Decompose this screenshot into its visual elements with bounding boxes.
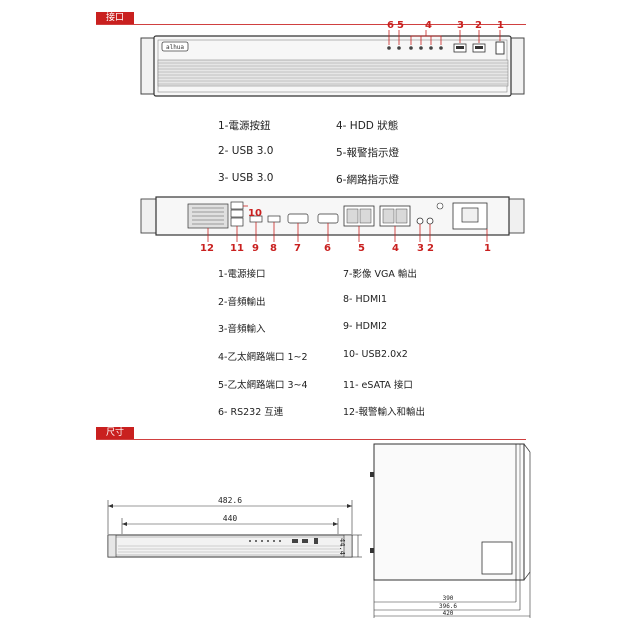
rear-spec-item: 10- USB2.0x2 <box>343 349 408 360</box>
front-spec-item: 1-電源按鈕 <box>218 120 271 132</box>
svg-text:alhua: alhua <box>166 44 184 51</box>
front-callout-6: 6 <box>387 20 394 31</box>
dim-width-outer: 482.6 <box>218 496 242 505</box>
rear-callout-9: 9 <box>252 243 259 254</box>
rear-spec-item: 2-音頻輸出 <box>218 297 266 308</box>
dim-height: 44.4 <box>338 538 346 555</box>
front-spec-item: 3- USB 3.0 <box>218 172 274 184</box>
front-spec-item: 6-網路指示燈 <box>336 174 399 186</box>
dim-depth-1: 390 <box>443 595 454 602</box>
rear-spec-item: 3-音頻輸入 <box>218 324 266 335</box>
rear-spec-item: 1-電源接口 <box>218 269 266 280</box>
dim-depth-3: 420 <box>443 610 454 617</box>
rear-spec-item: 5-乙太網路端口 3~4 <box>218 380 308 391</box>
rear-spec-item: 7-影像 VGA 輸出 <box>343 269 417 280</box>
section-tag-dimensions: 尺寸 <box>96 427 134 439</box>
front-callout-3: 3 <box>457 20 464 31</box>
rear-spec-item: 6- RS232 互連 <box>218 407 284 418</box>
dim-width-inner: 440 <box>223 514 238 523</box>
rear-callout-7: 7 <box>294 243 301 254</box>
front-spec-item: 2- USB 3.0 <box>218 145 274 157</box>
top-dimension-diagram: 390 396.6 420 <box>370 443 531 618</box>
front-callout-2: 2 <box>475 20 482 31</box>
rear-callout-4: 4 <box>392 243 399 254</box>
section-tag-interface: 接口 <box>96 12 134 24</box>
front-panel-diagram: alhua <box>140 30 525 97</box>
section-divider <box>96 24 526 25</box>
rear-callout-12: 12 <box>200 243 214 254</box>
rear-spec-item: 9- HDMI2 <box>343 321 387 332</box>
front-callout-4: 4 <box>425 20 432 31</box>
rear-callout-5: 5 <box>358 243 365 254</box>
front-spec-item: 5-報警指示燈 <box>336 147 399 159</box>
rear-callout-6: 6 <box>324 243 331 254</box>
rear-spec-item: 12-報警輸入和輸出 <box>343 407 426 418</box>
front-spec-item: 4- HDD 狀態 <box>336 120 399 132</box>
front-callout-1: 1 <box>497 20 504 31</box>
rear-spec-item: 11- eSATA 接口 <box>343 380 413 391</box>
rear-spec-item: 8- HDMI1 <box>343 294 387 305</box>
rear-spec-item: 4-乙太網路端口 1~2 <box>218 352 308 363</box>
rear-callout-1: 1 <box>484 243 491 254</box>
front-callout-5: 5 <box>397 20 404 31</box>
rear-callout-11: 11 <box>230 243 244 254</box>
rear-callout-10: 10 <box>248 208 262 219</box>
rear-panel-diagram <box>140 196 525 242</box>
rear-callout-2: 2 <box>427 243 434 254</box>
rear-callout-8: 8 <box>270 243 277 254</box>
section-divider <box>96 439 526 440</box>
dim-depth-2: 396.6 <box>439 603 457 610</box>
front-dimension-diagram: 482.6 440 <box>107 496 362 558</box>
rear-callout-3: 3 <box>417 243 424 254</box>
